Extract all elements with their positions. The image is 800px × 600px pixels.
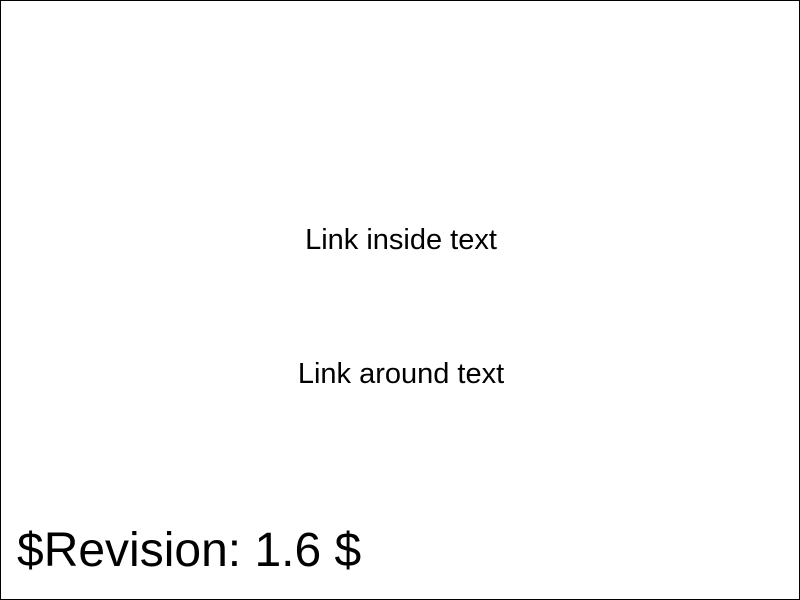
revision-label: $Revision: 1.6 $ [17,524,362,577]
link-inside-text[interactable]: Link inside text [305,224,497,256]
link-around-text[interactable]: Link around text [297,358,505,390]
